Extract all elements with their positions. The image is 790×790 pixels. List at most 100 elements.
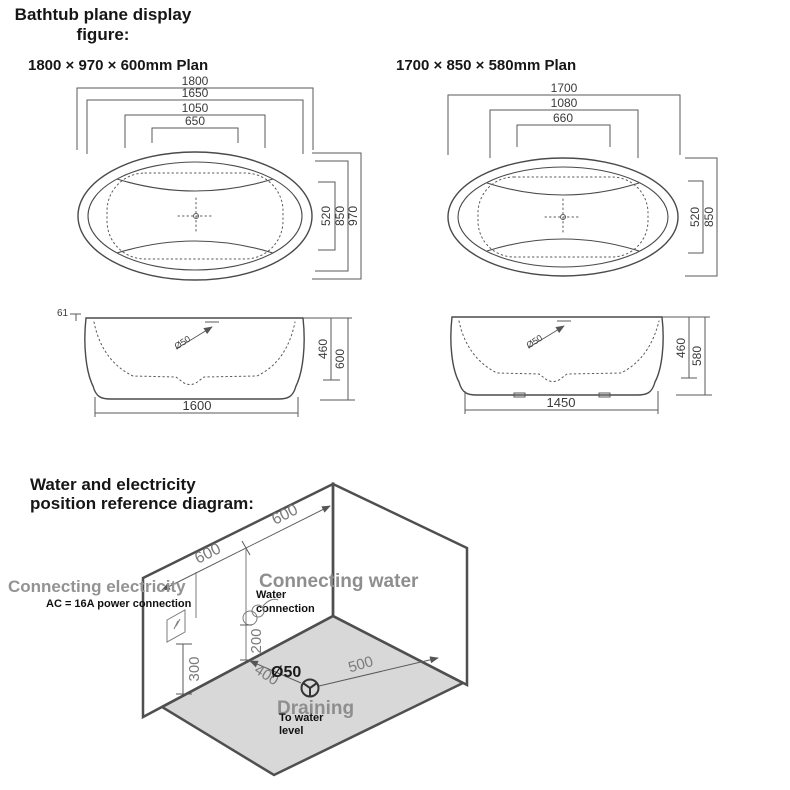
lip-dim-label: 61 <box>57 308 69 319</box>
dim-label-1080: 1080 <box>551 96 578 110</box>
installation-reference-diagram: Water and electricity position reference… <box>8 475 469 777</box>
dim-label-660: 660 <box>553 111 573 125</box>
iso-title-line2: position reference diagram: <box>30 494 254 513</box>
dim-bracket-1050 <box>124 114 266 148</box>
bathtub-top-outline-right <box>447 157 679 277</box>
water-sub-line2: connection <box>256 603 315 615</box>
drain-leader-line <box>527 325 565 349</box>
tub-inner-rim <box>457 166 669 268</box>
water-inlet-icon <box>242 598 279 626</box>
wall-dim-mid-tick <box>241 540 251 556</box>
floor-drain-icon <box>300 678 320 698</box>
dim-bracket-1080 <box>489 109 639 158</box>
drain-spokes <box>302 682 318 697</box>
elevation-view-left: 61 Ø50 460 600 1600 <box>57 308 355 417</box>
plan-left-title: 1800 × 970 × 600mm Plan <box>28 57 208 74</box>
draining-sub-line2: level <box>279 725 303 737</box>
dim-500-line <box>318 656 439 687</box>
right-wall <box>331 482 469 688</box>
drain-center <box>560 214 566 220</box>
tub-basin-floor-dotted <box>106 172 284 260</box>
height-label-600: 600 <box>333 349 347 369</box>
drain-crosshair <box>177 197 215 235</box>
iso-title-line1: Water and electricity <box>30 475 196 494</box>
dim-400-line <box>249 660 302 684</box>
dim-label-970: 970 <box>346 206 360 226</box>
dim-bracket-850 <box>315 160 349 272</box>
tub-outer-rim <box>447 157 679 277</box>
tub-inner-rim <box>87 161 303 271</box>
tub-side-basin-dotted <box>93 321 296 385</box>
water-label: Connecting water <box>259 571 419 592</box>
tub-side-basin-dotted <box>458 320 660 382</box>
dim-label-850r: 850 <box>702 207 716 227</box>
water-leader-curve <box>262 598 279 607</box>
dim-label-520: 520 <box>319 206 333 226</box>
main-title-line2: figure: <box>77 25 130 44</box>
tub-headrest-top <box>116 178 274 192</box>
wall-dim-label-600-right: 600 <box>269 501 301 528</box>
depth-label-460: 460 <box>674 338 688 358</box>
dim-300-line <box>176 643 192 695</box>
height-label-580: 580 <box>690 346 704 366</box>
dim-label-500: 500 <box>346 653 375 676</box>
drain-size-label: Ø50 <box>173 334 193 352</box>
dim-200-ticks <box>240 624 252 661</box>
water-sub-line1: Water <box>256 589 287 601</box>
plan-view-right: 1700 1080 660 520 850 <box>447 81 718 277</box>
drain-crosshair <box>544 198 582 236</box>
dim-bracket-660 <box>516 124 611 147</box>
drain-leader-line <box>175 326 213 350</box>
drain-center <box>193 213 199 219</box>
dim-label-850: 850 <box>333 206 347 226</box>
dim-bracket-1650 <box>86 99 304 154</box>
base-label-1600: 1600 <box>183 398 212 413</box>
dim-label-1650: 1650 <box>182 86 209 100</box>
lip-dim-tick <box>70 313 81 321</box>
main-title-line1: Bathtub plane display <box>15 5 192 24</box>
tub-headrest-bottom <box>116 240 274 254</box>
dim-bracket-970 <box>312 152 362 280</box>
tub-basin-floor-dotted <box>477 176 649 258</box>
dim-bracket-1700 <box>447 94 681 155</box>
tub-headrest-bottom <box>486 238 640 252</box>
electricity-label: Connecting electricity <box>8 577 186 596</box>
tub-side-outline <box>450 316 664 396</box>
draining-label: Draining <box>277 698 354 719</box>
dim-label-650: 650 <box>185 114 205 128</box>
draining-sub-line1: To water <box>279 712 324 724</box>
water-inlet-circle-2 <box>251 604 265 618</box>
base-dim-1450 <box>464 391 659 414</box>
tub-foot-left <box>513 392 526 398</box>
depth-label-460: 460 <box>316 339 330 359</box>
drain-size-label: Ø50 <box>271 664 301 681</box>
dim-label-200: 200 <box>248 628 265 653</box>
dim-bracket-650 <box>151 127 239 143</box>
power-outlet-icon <box>166 609 186 643</box>
dim-bracket-1800 <box>76 87 314 150</box>
tub-foot-right <box>598 392 611 398</box>
dim-label-1050: 1050 <box>182 101 209 115</box>
dim-label-1700: 1700 <box>551 81 578 95</box>
height-dim-580 <box>676 317 712 396</box>
tub-side-outline <box>84 317 305 400</box>
dim-label-520r: 520 <box>688 207 702 227</box>
tub-headrest-top <box>486 182 640 196</box>
plan-view-left: 1800 1650 1050 650 520 850 970 <box>76 74 362 281</box>
drain-size-label: Ø50 <box>525 333 545 351</box>
dim-label-1800: 1800 <box>182 74 209 88</box>
water-inlet-circle <box>242 610 258 626</box>
elevation-view-right: Ø50 460 580 1450 <box>450 316 712 414</box>
electricity-sub-label: AC = 16A power connection <box>46 598 192 610</box>
outlet-bolt <box>173 618 181 630</box>
dim-bracket-520 <box>318 181 336 251</box>
outlet-body <box>166 609 186 643</box>
base-dim-1600 <box>94 397 299 417</box>
base-label-1450: 1450 <box>547 395 576 410</box>
depth-dim-460 <box>681 317 697 379</box>
depth-dim-460 <box>323 318 340 381</box>
dim-bracket-520r <box>688 180 704 254</box>
height-dim-600 <box>320 318 355 401</box>
